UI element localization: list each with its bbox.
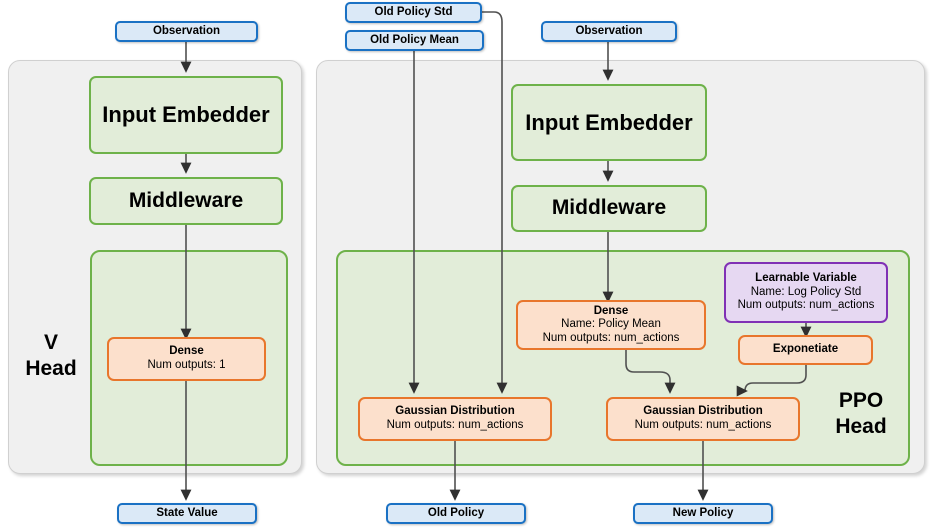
v-dense-node[interactable]: Dense Num outputs: 1 bbox=[107, 337, 266, 381]
ppo-input-embedder-node[interactable]: Input Embedder bbox=[511, 84, 707, 161]
v-input-embedder-node[interactable]: Input Embedder bbox=[89, 76, 283, 154]
learnable-variable-num-outputs: Num outputs: num_actions bbox=[737, 299, 875, 312]
gaussian-new-num-outputs: Num outputs: num_actions bbox=[634, 419, 772, 431]
v-head-label-line1: V bbox=[43, 331, 58, 354]
ppo-dense-node[interactable]: Dense Name: Policy Mean Num outputs: num… bbox=[516, 300, 706, 350]
ppo-input-embedder-label: Input Embedder bbox=[525, 109, 693, 135]
output-state-value[interactable]: State Value bbox=[117, 503, 257, 524]
ppo-middleware-node[interactable]: Middleware bbox=[511, 185, 707, 232]
ppo-head-label-line2: Head bbox=[835, 415, 887, 439]
input-old-policy-std[interactable]: Old Policy Std bbox=[345, 2, 482, 23]
exponentiate-label: Exponetiate bbox=[772, 343, 839, 356]
v-dense-title: Dense bbox=[169, 345, 204, 358]
output-old-policy[interactable]: Old Policy bbox=[386, 503, 526, 524]
gaussian-distribution-new-node[interactable]: Gaussian Distribution Num outputs: num_a… bbox=[606, 397, 800, 441]
ppo-dense-name: Name: Policy Mean bbox=[561, 318, 661, 331]
gaussian-old-title: Gaussian Distribution bbox=[395, 405, 515, 418]
learnable-variable-node[interactable]: Learnable Variable Name: Log Policy Std … bbox=[724, 262, 888, 323]
input-observation-ppo[interactable]: Observation bbox=[541, 21, 677, 42]
v-head-label-line2: Head bbox=[25, 357, 77, 381]
v-middleware-node[interactable]: Middleware bbox=[89, 177, 283, 225]
v-middleware-label: Middleware bbox=[128, 188, 244, 212]
gaussian-distribution-old-node[interactable]: Gaussian Distribution Num outputs: num_a… bbox=[358, 397, 552, 441]
ppo-dense-num-outputs: Num outputs: num_actions bbox=[542, 331, 680, 344]
ppo-middleware-label: Middleware bbox=[551, 196, 667, 220]
gaussian-old-num-outputs: Num outputs: num_actions bbox=[386, 419, 524, 431]
input-observation-v[interactable]: Observation bbox=[115, 21, 258, 42]
v-head-label: V Head bbox=[14, 330, 88, 383]
ppo-dense-title: Dense bbox=[593, 304, 629, 317]
learnable-variable-name: Name: Log Policy Std bbox=[750, 285, 862, 298]
learnable-variable-title: Learnable Variable bbox=[755, 272, 857, 285]
v-dense-num-outputs: Num outputs: 1 bbox=[147, 359, 226, 371]
v-input-embedder-label: Input Embedder bbox=[102, 102, 270, 128]
input-old-policy-mean[interactable]: Old Policy Mean bbox=[345, 30, 484, 51]
ppo-head-label-line1: PPO bbox=[838, 389, 884, 412]
exponentiate-node[interactable]: Exponetiate bbox=[738, 335, 873, 365]
gaussian-new-title: Gaussian Distribution bbox=[643, 405, 763, 418]
ppo-head-label: PPO Head bbox=[822, 388, 900, 441]
output-new-policy[interactable]: New Policy bbox=[633, 503, 773, 524]
